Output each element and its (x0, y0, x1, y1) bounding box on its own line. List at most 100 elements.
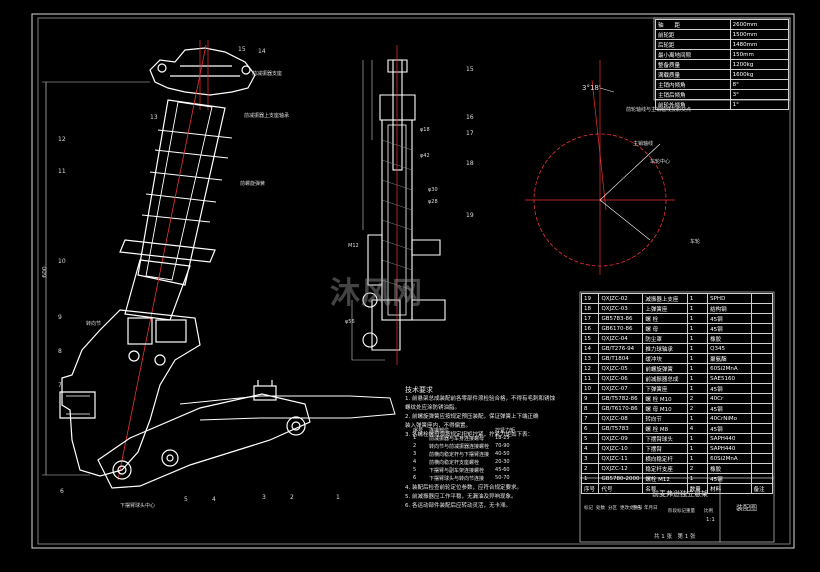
bom-material: 结构钢 (707, 303, 752, 314)
bom-qty: 1 (686, 473, 709, 484)
bom-header-row: 序号代号名称数量材料备注 (580, 483, 774, 494)
alignment-view (525, 60, 675, 275)
torque-value: 18-25 (495, 435, 510, 441)
spec-name: 满载质量 (655, 69, 731, 80)
bom-name: 螺 母 M10 (642, 403, 688, 414)
bom-code: GB/T5782-86 (598, 393, 644, 404)
title-block-label: 标记 (584, 506, 593, 511)
bom-code: QXJZC-03 (598, 303, 644, 314)
bom-remark (750, 453, 774, 464)
bom-remark (750, 343, 774, 354)
part-balloon: 5 (184, 496, 188, 503)
spring-note: 前螺旋弹簧 (240, 181, 266, 187)
bom-code: GB/T276-94 (598, 343, 644, 354)
bom-qty: 1 (686, 343, 709, 354)
bom-name: 稳定杆支座 (642, 463, 688, 474)
torque-index: 序号 (413, 427, 424, 434)
bom-qty: 1 (686, 433, 709, 444)
spec-name: 主销后倾角 (655, 89, 731, 100)
bom-material: 45钢 (707, 383, 752, 394)
torque-joint: 前横向稳定杆支座螺栓 (429, 459, 480, 466)
bom-name: 推力球轴承 (642, 343, 688, 354)
part-balloon: 6 (60, 488, 64, 495)
bom-material: 45钢 (707, 403, 752, 414)
part-balloon: 11 (58, 168, 66, 175)
bom-index: 17 (580, 313, 600, 324)
watermark: 沐风网 (330, 276, 423, 311)
part-balloon: 4 (212, 496, 216, 503)
spec-value: 8° (729, 79, 790, 90)
kingpin-axis-label: 主销轴线 (633, 141, 654, 147)
bom-index: 12 (580, 363, 600, 374)
bom-name: 横向稳定杆 (642, 453, 688, 464)
bom-material: 60Si2MnA (707, 363, 752, 374)
torque-joint: 下摆臂球头与转向节连接 (429, 475, 485, 482)
torque-value: 40-50 (495, 451, 510, 457)
bom-qty: 1 (686, 313, 709, 324)
section-dim-6: φ56 (345, 319, 355, 325)
title-block-label: 年月日 (644, 506, 658, 511)
bom-index: 1 (580, 473, 600, 484)
part-balloon: 13 (150, 114, 158, 121)
bom-material: 40Cr (707, 393, 752, 404)
bom-code: QXJZC-05 (598, 363, 644, 374)
part-balloon: 15 (466, 66, 474, 73)
torque-index: 5 (413, 467, 417, 473)
spec-value: 2600mm (729, 19, 790, 30)
angle-label: 3°18' (582, 84, 601, 92)
drawing-title: 前麦弗逊独立悬架 (652, 490, 708, 498)
bom-index: 6 (580, 423, 600, 434)
tech-note-line: 2. 前螺旋弹簧应按规定预压装配，保证弹簧上下端正确 (405, 414, 539, 420)
bom-remark (750, 423, 774, 434)
technical-requirements-tail: 4. 装配后检查前轮定位参数，应符合规定要求。5. 前减振器应工作平稳，无漏油及… (405, 484, 580, 511)
bom-qty: 1 (686, 453, 709, 464)
spec-value: 1500mm (729, 29, 790, 40)
part-balloon: 9 (58, 314, 62, 321)
bom-remark (750, 413, 774, 424)
scale-value: 1:1 (706, 517, 715, 523)
torque-joint: 前横向稳定杆与下摆臂连接 (429, 451, 490, 458)
part-balloon: 18 (466, 160, 474, 167)
bom-remark (750, 373, 774, 384)
bom-remark (750, 443, 774, 454)
spec-value: 3° (729, 89, 790, 100)
spec-name: 整备质量 (655, 59, 731, 70)
bom-code: QXJZC-12 (598, 463, 644, 474)
bom-code: GB/T1804 (598, 353, 644, 364)
bom-name: 转向节 (642, 413, 688, 424)
bom-remark (750, 303, 774, 314)
section-dim-5: M12 (348, 243, 359, 249)
spec-name: 后轮距 (655, 39, 731, 50)
torque-value: 70-90 (495, 443, 510, 449)
knuckle-note: 转向节 (86, 321, 102, 327)
bom-name: 前螺旋弹簧 (642, 363, 688, 374)
bom-remark (750, 333, 774, 344)
part-balloon: 14 (258, 48, 266, 55)
bom-remark (750, 393, 774, 404)
sheet-type: 装配图 (736, 504, 757, 512)
bom-code: QXJZC-11 (598, 453, 644, 464)
bom-name: 防尘罩 (642, 333, 688, 344)
section-dim-3: φ30 (428, 187, 438, 193)
ball-joint-note: 下摆臂球头中心 (120, 503, 156, 509)
length-dimension: 600 (41, 266, 49, 278)
spec-value: 1480mm (729, 39, 790, 50)
bom-index: 3 (580, 453, 600, 464)
